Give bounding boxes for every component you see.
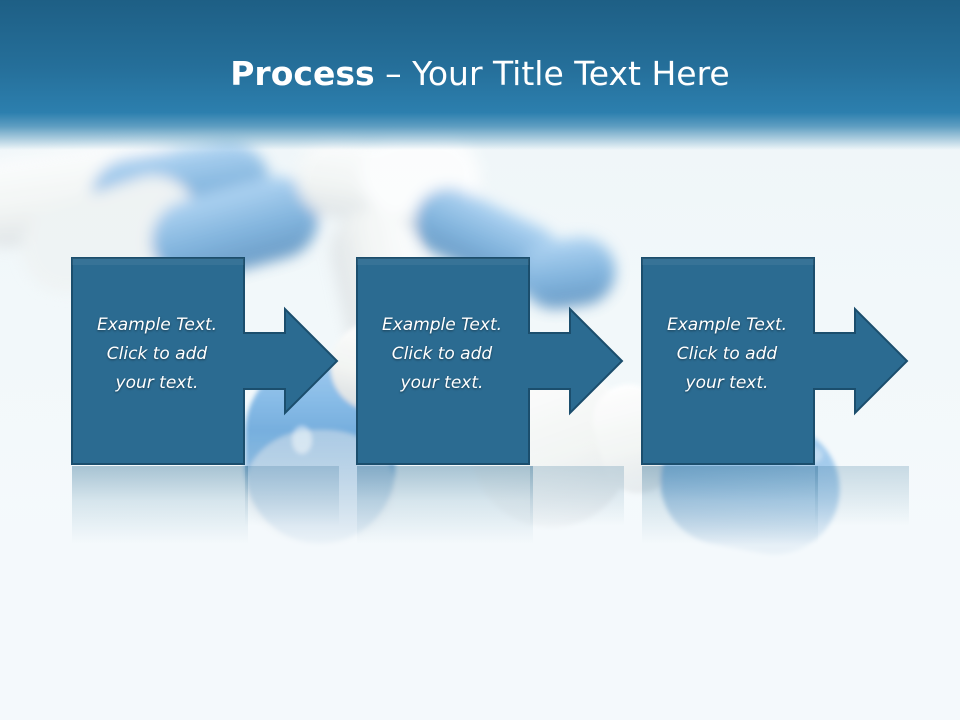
process-step-3-shape — [641, 257, 909, 465]
process-step-2-shape — [356, 257, 624, 465]
title-bar — [0, 0, 960, 150]
process-step-3[interactable]: Example Text. Click to add your text. — [641, 257, 960, 547]
step-1-reflection — [72, 466, 248, 544]
slide-title[interactable]: Process – Your Title Text Here — [0, 54, 960, 94]
slide-title-text: Your Title Text Here — [412, 54, 730, 93]
slide-title-bold-text: Process — [230, 54, 375, 93]
process-step-1-shape — [71, 257, 339, 465]
slide-title-separator: – — [374, 54, 413, 93]
